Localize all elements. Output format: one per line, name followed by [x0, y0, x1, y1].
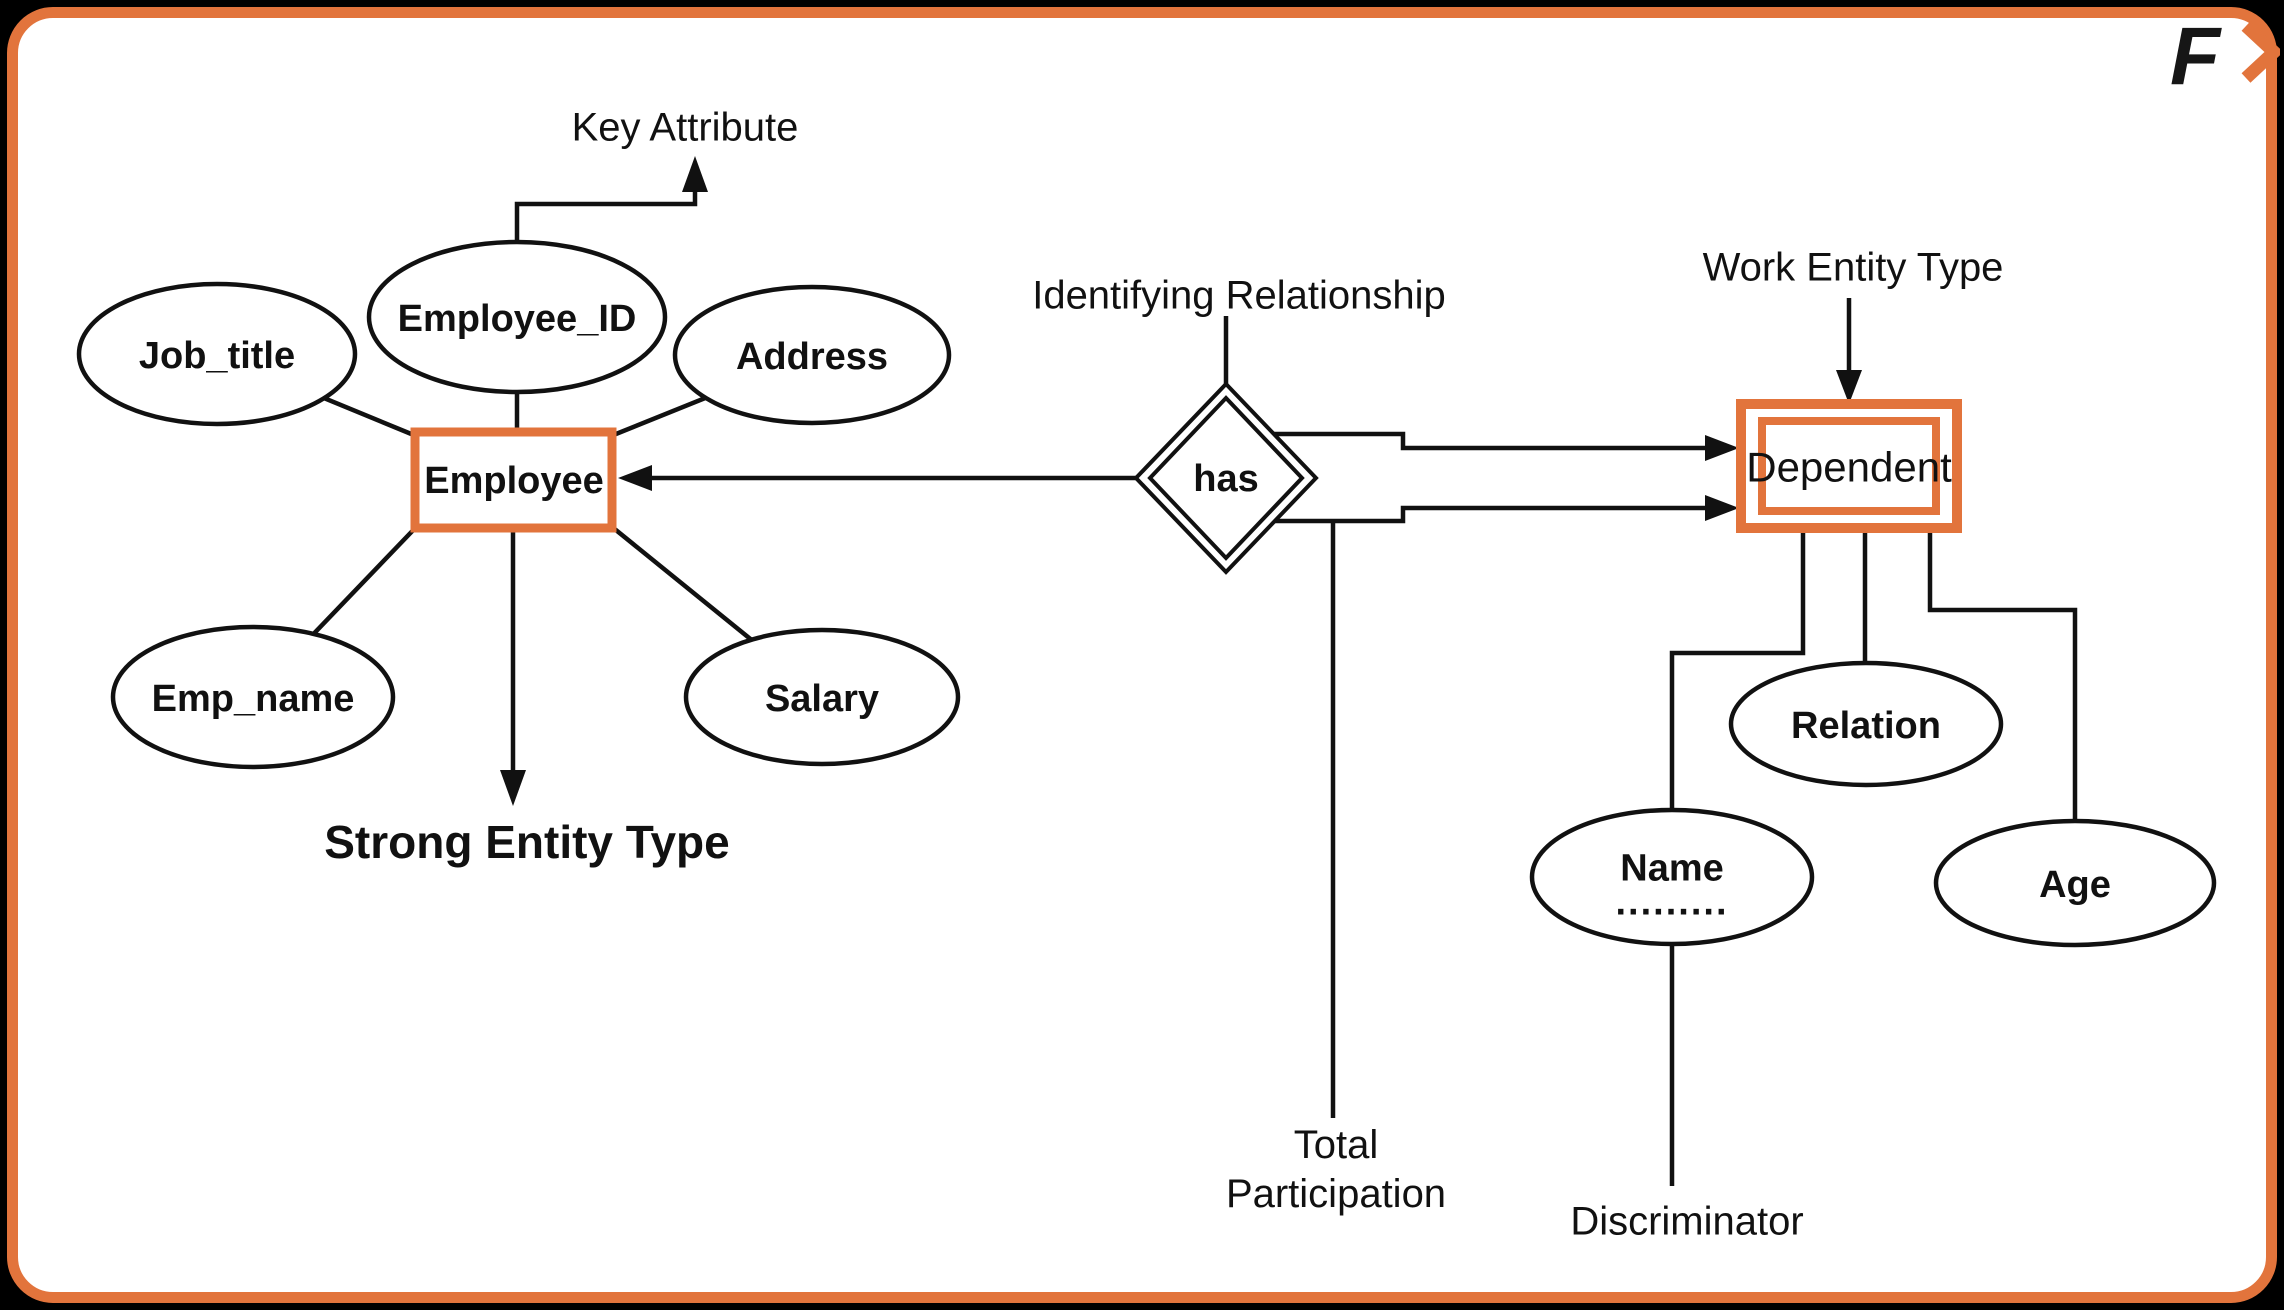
attribute-name: Name [1620, 847, 1724, 890]
employee-arrowhead [618, 465, 652, 491]
strong-entity-type-label: Strong Entity Type [324, 815, 730, 868]
attribute-employee-id: Employee_ID [397, 297, 637, 340]
key-attribute-connector [514, 190, 698, 243]
attribute-job-title: Job_title [138, 334, 296, 377]
total-top-arrowhead [1705, 435, 1739, 461]
age-ellipse [1933, 818, 2217, 948]
jobtitle-ellipse [76, 281, 358, 427]
total-participation-line1: Total [1293, 1123, 1379, 1168]
dependent-name-stem [1669, 528, 1806, 877]
employee-entity-box [410, 427, 617, 533]
name-ellipse [1529, 807, 1815, 947]
attribute-salary: Salary [764, 677, 880, 720]
salary-ellipse [683, 627, 961, 767]
brand-letter: F [2170, 11, 2221, 102]
attribute-name-group: Name ......... [1615, 845, 1729, 924]
identifying-relationship-label: Identifying Relationship [1032, 273, 1446, 318]
key-attribute-label: Key Attribute [571, 105, 799, 150]
attribute-address: Address [735, 335, 889, 378]
arrowheads [500, 156, 1862, 806]
discriminator-dots: ......... [1615, 881, 1729, 924]
diagram-canvas [7, 7, 2277, 1303]
discriminator-label: Discriminator [1570, 1199, 1804, 1244]
relation-ellipse [1728, 660, 2004, 788]
employeeid-ellipse [366, 239, 668, 395]
key-attribute-arrowhead [682, 156, 708, 192]
work-entity-arrowhead [1836, 370, 1862, 404]
has-relationship-label: has [1193, 457, 1259, 500]
dependent-entity-label: Dependent [1746, 443, 1952, 491]
brand-chevron-icon [2241, 21, 2280, 83]
dependent-entity-box-inner [1758, 417, 1940, 515]
has-diamond-outer [1133, 381, 1319, 575]
total-participation-label: Total Participation [1226, 1121, 1446, 1219]
employee-entity-label: Employee [424, 459, 604, 502]
total-participation-top-line [1272, 431, 1711, 451]
empname-ellipse [110, 624, 396, 770]
attribute-relation: Relation [1791, 704, 1941, 747]
attribute-emp-name: Emp_name [151, 677, 355, 720]
node-shapes [76, 239, 2217, 948]
address-ellipse [672, 284, 952, 426]
brand-logo: F [2162, 11, 2280, 102]
total-participation-bottom-line [1273, 505, 1711, 524]
dependent-age-stem [1927, 528, 2078, 883]
has-diamond-inner [1147, 395, 1305, 561]
strong-entity-arrowhead [500, 770, 526, 806]
work-entity-type-label: Work Entity Type [1702, 245, 2004, 290]
attribute-age: Age [2039, 863, 2111, 906]
total-participation-line2: Participation [1225, 1172, 1447, 1216]
total-bottom-arrowhead [1705, 495, 1739, 521]
